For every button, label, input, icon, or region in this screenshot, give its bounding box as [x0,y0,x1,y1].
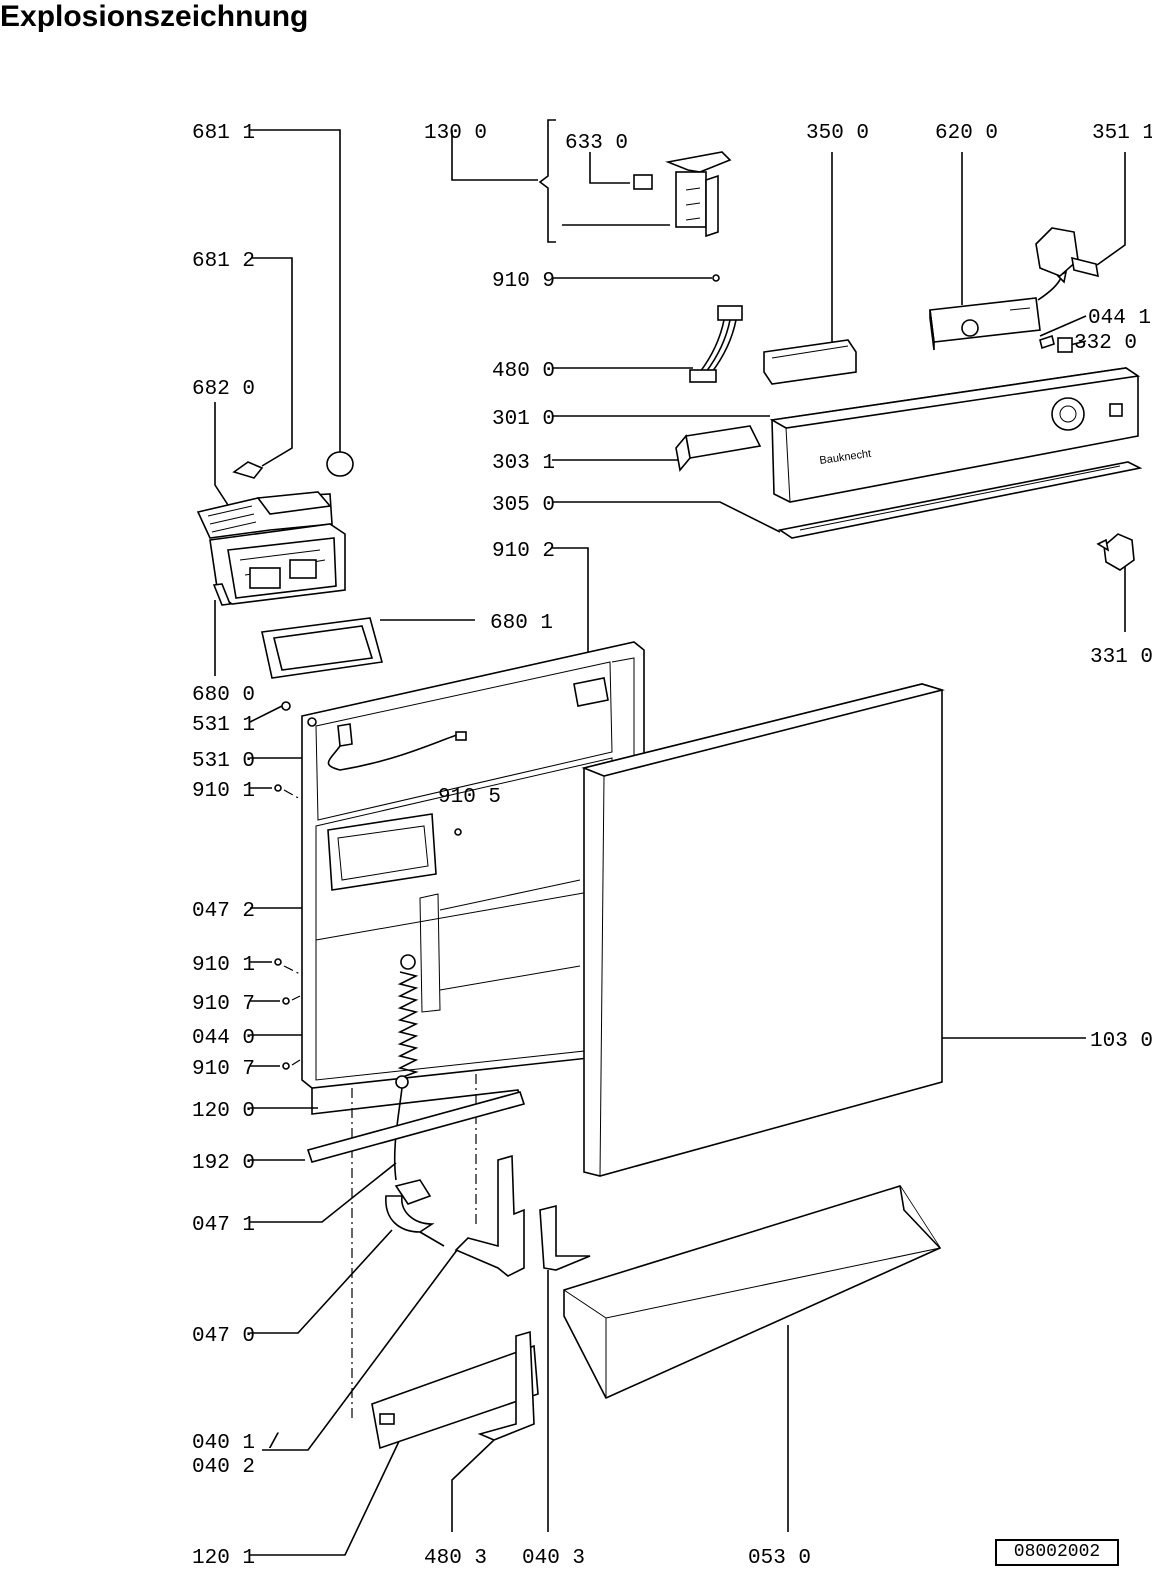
label: 910 1 [192,780,255,803]
label: 120 1 [192,1547,255,1570]
label: 531 1 [192,714,255,737]
cable-480-0 [689,305,743,383]
screw-531-1 [281,701,291,711]
label: 633 0 [565,132,628,155]
hinge-047-0 [385,1179,445,1247]
label: 480 3 [424,1547,487,1570]
outer-door-103-0 [581,683,945,1177]
label: 305 0 [492,494,555,517]
module-350-0 [763,339,857,385]
label: 301 0 [492,408,555,431]
handle-303-1 [685,425,762,459]
strip-305-0 [777,461,1143,539]
label: 047 0 [192,1325,255,1348]
latch-assembly-130-0 [633,151,732,238]
label: 120 0 [192,1100,255,1123]
label: 047 2 [192,900,255,923]
part-332-0 [1057,337,1073,353]
bracket-040-1 [454,1154,525,1277]
label: 350 0 [806,122,869,145]
screw-910-1-upper [274,784,282,792]
label: 040 3 [522,1547,585,1570]
bracket-040-3 [539,1204,591,1271]
screw-910-5 [454,828,462,836]
clip-681-2 [232,461,264,479]
label: 910 5 [438,786,501,809]
label: 331 0 [1090,646,1152,669]
label: 332 0 [1074,332,1137,355]
label: 040 2 [192,1456,255,1479]
screw-910-1-lower [274,958,282,966]
label: 040 1 / [192,1432,280,1455]
kick-panel-053-0 [563,1185,942,1400]
control-panel-301-0: Bauknecht [769,367,1141,503]
label: 680 0 [192,684,255,707]
lower-trim-120-1 [371,1330,539,1450]
label: 044 0 [192,1027,255,1050]
label: 910 9 [492,270,555,293]
label: 910 7 [192,1058,255,1081]
label: 681 2 [192,250,255,273]
callout-labels: 681 1 130 0 633 0 350 0 620 0 351 1 681 … [192,122,1152,1570]
label: 047 1 [192,1214,255,1237]
screw-910-7-upper [282,997,290,1005]
page-title: Explosionszeichnung [0,0,309,33]
label: 680 1 [490,612,553,635]
label: 480 0 [492,360,555,383]
plug-681-1 [326,451,354,477]
label: 682 0 [192,378,255,401]
label: 192 0 [192,1152,255,1175]
label: 103 0 [1090,1030,1152,1053]
label: 303 1 [492,452,555,475]
seal-192-0 [306,1091,526,1163]
label: 044 1 [1088,307,1151,330]
timer-620-0 [929,297,1041,351]
screw-910-7-lower [282,1062,290,1070]
inner-door-frame [301,641,645,1089]
label: 910 1 [192,954,255,977]
label: 351 1 [1092,122,1152,145]
label: 910 2 [492,540,555,563]
label: 910 7 [192,993,255,1016]
drawing-number-box: 08002002 [995,1539,1119,1566]
label: 053 0 [748,1547,811,1570]
screw-910-9 [712,274,720,282]
label: 681 1 [192,122,255,145]
label: 531 0 [192,750,255,773]
spindle-351-1 [1035,227,1099,278]
label: 130 0 [424,122,487,145]
dispenser-assembly [196,491,346,606]
knob-331-0 [1096,533,1135,571]
gasket-680-1 [261,617,384,679]
label: 620 0 [935,122,998,145]
